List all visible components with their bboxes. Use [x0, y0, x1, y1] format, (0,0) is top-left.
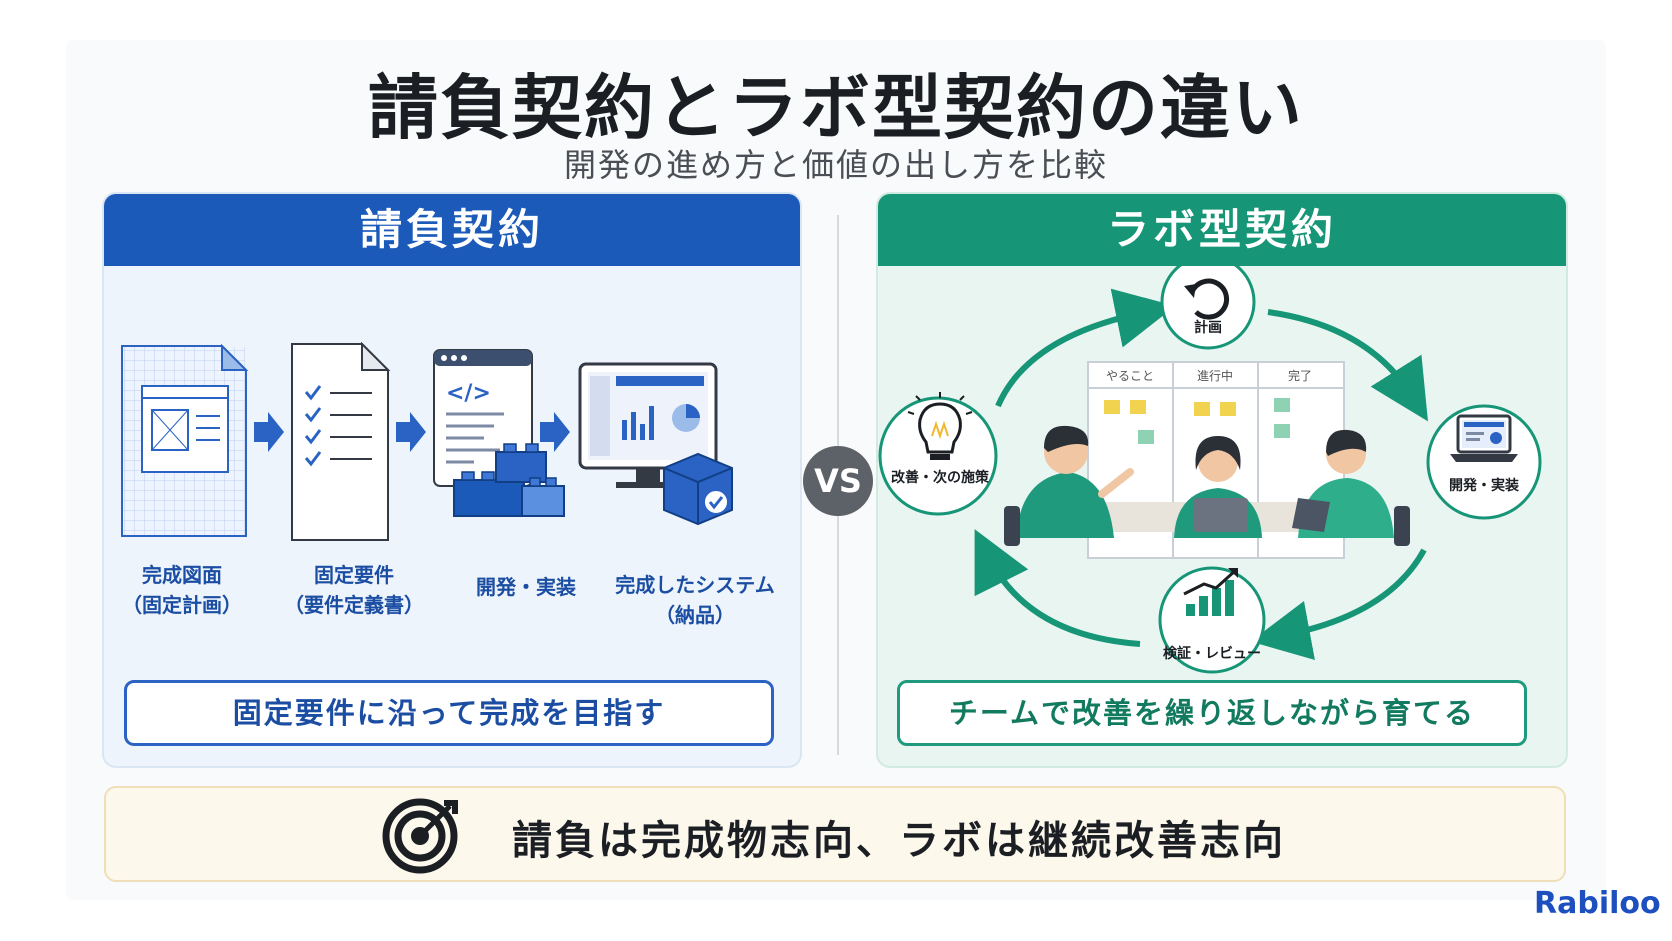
cycle-node-develop: 開発・実装	[1426, 404, 1542, 520]
lightbulb-icon	[907, 392, 973, 460]
contract-goal: 固定要件に沿って完成を目指す	[124, 680, 774, 746]
board-column-todo: やること	[1106, 369, 1154, 383]
vs-badge: VS	[803, 446, 873, 516]
checklist-icon	[291, 341, 391, 541]
lab-goal: チームで改善を繰り返しながら育てる	[897, 680, 1527, 746]
lab-cycle-diagram: やること 進行中 完了 計画	[878, 266, 1542, 674]
arrow-right-icon	[254, 412, 284, 452]
monitor-dashboard-icon	[578, 362, 718, 488]
growth-chart-icon	[1183, 568, 1238, 616]
cycle-label-plan: 計画	[1194, 319, 1222, 336]
blueprint-icon	[121, 343, 249, 537]
laptop-icon	[1450, 414, 1518, 462]
cycle-arrow	[1250, 548, 1427, 661]
cycle-arrow	[974, 529, 1141, 647]
board-column-done: 完了	[1288, 368, 1312, 383]
cycle-arrow	[1267, 309, 1428, 422]
arrow-right-icon	[396, 412, 426, 452]
refresh-icon	[1189, 278, 1230, 320]
brand-logo: Rabiloo	[1534, 886, 1661, 921]
team-illustration	[1004, 425, 1410, 546]
cycle-label-improve: 改善・次の施策	[891, 469, 990, 486]
step-label-development: 開発・実装	[476, 575, 576, 599]
cycle-node-review: 検証・レビュー	[1158, 566, 1266, 674]
board-column-doing: 進行中	[1197, 368, 1233, 383]
cycle-node-plan: 計画	[1160, 266, 1256, 350]
contract-panel-heading: 請負契約	[104, 194, 800, 266]
arrow-right-icon	[540, 412, 570, 452]
package-check-icon	[663, 452, 733, 526]
cycle-label-review: 検証・レビュー	[1163, 645, 1261, 662]
page-subtitle: 開発の進め方と価値の出し方を比較	[563, 146, 1108, 184]
cycle-node-improve: 改善・次の施策	[878, 392, 998, 516]
blocks-icon	[453, 443, 565, 517]
contract-process-diagram: </>	[121, 341, 733, 541]
step-label-delivery: 完成したシステム （納品）	[615, 573, 775, 627]
cycle-label-develop: 開発・実装	[1449, 477, 1520, 494]
code-glyph: </>	[446, 381, 491, 406]
summary-bar	[104, 786, 1566, 882]
cycle-arrow	[995, 288, 1176, 408]
step-label-blueprint: 完成図面 （固定計画）	[122, 563, 242, 617]
step-label-requirements: 固定要件 （要件定義書）	[284, 563, 424, 617]
lab-panel-heading: ラボ型契約	[878, 194, 1566, 266]
target-icon	[382, 798, 458, 874]
page-title: 請負契約とラボ型契約の違い	[368, 67, 1304, 149]
summary-text: 請負は完成物志向、ラボは継続改善志向	[512, 818, 1286, 864]
